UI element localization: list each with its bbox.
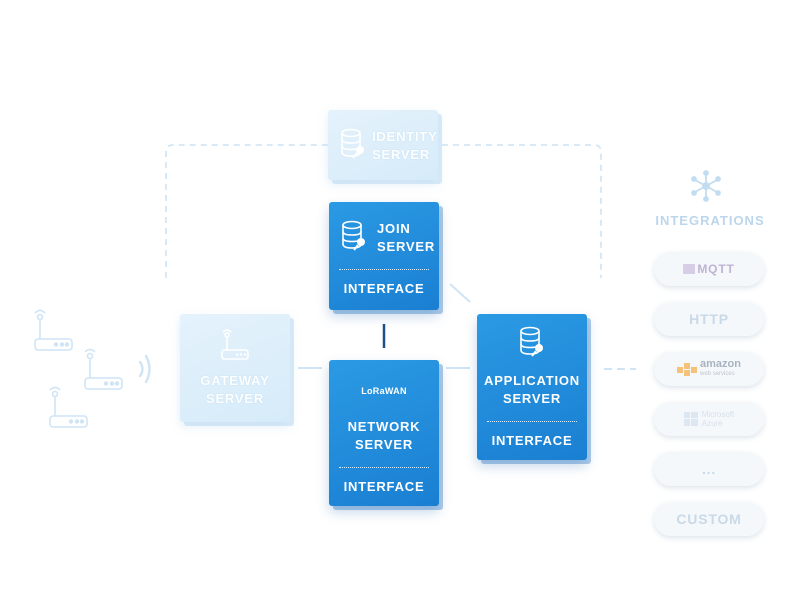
signal-waves-icon [138,354,151,384]
integration-amazon[interactable]: amazon web services [654,352,764,386]
router-icon [221,329,249,360]
identity-dashed-link-right [442,144,602,278]
network-server-card[interactable]: LoRaWAN NETWORK SERVER INTERFACE [329,360,439,506]
database-key-icon [520,326,543,357]
network-server-title: NETWORK SERVER [347,419,421,452]
identity-dashed-link [165,144,328,278]
integration-mqtt[interactable]: MQTT [654,252,764,286]
gateway-server-title: GATEWAY SERVER [200,373,270,406]
join-interface-label: INTERFACE [343,281,425,296]
database-key-icon [341,128,364,159]
integration-more[interactable]: ... [654,452,764,486]
application-server-title: APPLICATION SERVER [484,373,580,406]
network-interface-label: INTERFACE [343,479,425,494]
application-interface-label: INTERFACE [491,433,573,448]
router-icon [49,386,88,428]
join-server-card[interactable]: JOIN SERVER INTERFACE [329,202,439,310]
mqtt-logo: MQTT [683,262,734,276]
join-application-link [449,283,471,303]
identity-server-card[interactable]: IDENTITY SERVER [328,110,438,180]
integration-custom[interactable]: CUSTOM [654,502,764,536]
mqtt-icon [683,264,696,274]
database-key-icon [342,220,365,251]
identity-server-title: IDENTITY SERVER [372,129,438,162]
aws-cubes-icon [677,363,698,376]
amazon-logo: amazon web services [700,358,741,378]
divider [339,269,429,270]
custom-label: CUSTOM [676,511,742,527]
gateway-server-card[interactable]: GATEWAY SERVER [180,314,290,422]
divider [339,467,429,468]
integrations-title: INTEGRATIONS [655,213,765,228]
application-server-card[interactable]: APPLICATION SERVER INTERFACE [477,314,587,460]
router-icon [34,309,73,351]
divider [487,421,577,422]
lorawan-logo: LoRaWAN [361,386,407,396]
router-icon [84,348,123,390]
join-server-title: JOIN SERVER [377,221,436,254]
windows-icon [683,412,698,426]
integration-http[interactable]: HTTP [654,302,764,336]
integration-azure[interactable]: Microsoft Azure [654,402,764,436]
more-label: ... [701,461,717,477]
hub-icon [691,170,721,202]
azure-logo: Microsoft Azure [701,410,735,428]
http-label: HTTP [689,311,729,327]
